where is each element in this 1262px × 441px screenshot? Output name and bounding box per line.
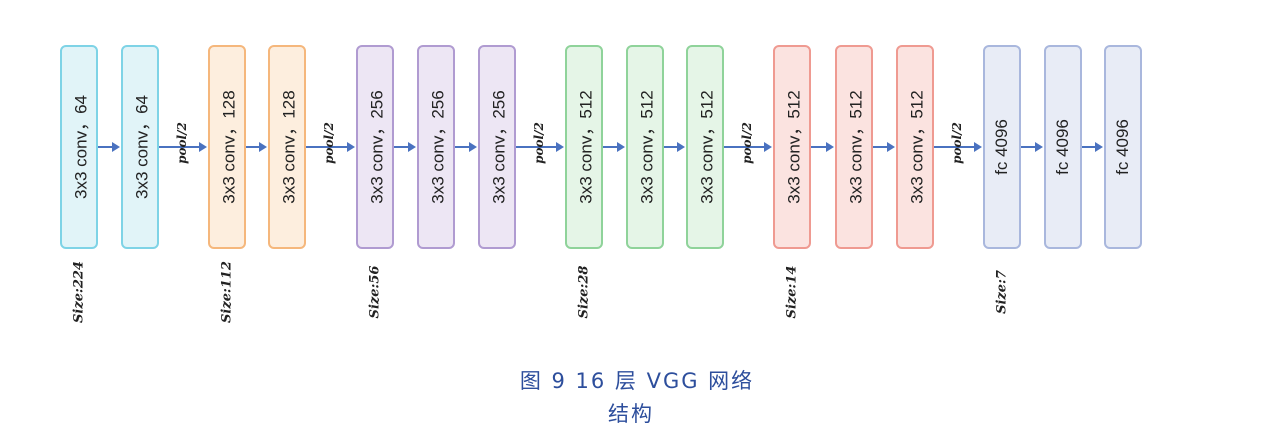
layer-block-4: 3x3 conv，128 [268,45,306,249]
layer-block-2: 3x3 conv，64 [121,45,159,249]
size-label: Size:112 [219,261,235,323]
layer-label: 3x3 conv，64 [132,95,152,199]
arrow-head [764,142,772,152]
arrow-1 [98,142,120,152]
layer-block-14: fc 4096 [983,45,1021,249]
size-label: Size:7 [994,270,1010,314]
layer-label: 3x3 conv，128 [279,90,299,204]
layer-block-11: 3x3 conv，512 [773,45,811,249]
layer-label: 3x3 conv，512 [697,90,717,204]
arrow-3 [246,142,267,152]
layer-block-3: 3x3 conv，128 [208,45,246,249]
pool-label: pool/2 [949,122,964,164]
arrow-9 [664,142,685,152]
layer-label: 3x3 conv，512 [784,90,804,204]
pool-label: pool/2 [739,122,754,164]
layer-label: 3x3 conv，128 [219,90,239,204]
arrow-head [347,142,355,152]
layer-label: 3x3 conv，512 [576,90,596,204]
arrow-head [556,142,564,152]
arrow-4 [306,142,355,152]
arrow-head [677,142,685,152]
layer-block-9: 3x3 conv，512 [626,45,664,249]
layer-label: fc 4096 [1053,119,1072,175]
layer-label: 3x3 conv，512 [846,90,866,204]
layer-label: 3x3 conv，256 [367,90,387,204]
layer-block-5: 3x3 conv，256 [356,45,394,249]
pool-label: pool/2 [322,122,336,164]
arrow-head [1035,142,1043,152]
figure-caption-line1: 图 9 16 层 VGG 网络 [519,369,755,393]
layer-block-12: 3x3 conv，512 [835,45,873,249]
arrow-8 [603,142,625,152]
size-label: Size:224 [71,261,87,323]
arrow-head [112,142,120,152]
arrow-head [974,142,982,152]
pool-label: pool/2 [531,122,546,164]
arrow-11 [811,142,834,152]
layer-block-7: 3x3 conv，256 [478,45,516,249]
layer-label: 3x3 conv，512 [637,90,657,204]
arrow-10 [724,142,772,152]
layer-label: fc 4096 [1113,119,1132,175]
arrow-13 [934,142,982,152]
layer-block-8: 3x3 conv，512 [565,45,603,249]
size-label: Size:28 [576,265,592,319]
arrow-12 [873,142,895,152]
arrow-head [259,142,267,152]
layer-block-6: 3x3 conv，256 [417,45,455,249]
arrow-5 [394,142,416,152]
arrow-head [617,142,625,152]
arrow-head [408,142,416,152]
arrow-head [826,142,834,152]
arrow-head [469,142,477,152]
layer-label: fc 4096 [992,119,1011,175]
arrow-head [887,142,895,152]
arrow-14 [1021,142,1043,152]
arrow-7 [516,142,564,152]
layer-label: 3x3 conv，512 [907,90,927,204]
layer-block-15: fc 4096 [1044,45,1082,249]
layer-label: 3x3 conv，256 [428,90,448,204]
layer-block-10: 3x3 conv，512 [686,45,724,249]
arrow-2 [159,142,207,152]
size-label: Size:14 [784,265,800,319]
layer-block-13: 3x3 conv，512 [896,45,934,249]
arrow-15 [1082,142,1103,152]
arrow-head [1095,142,1103,152]
arrow-6 [455,142,477,152]
size-label: Size:56 [367,265,383,319]
layer-block-1: 3x3 conv，64 [60,45,98,249]
layer-label: 3x3 conv，64 [71,95,91,199]
arrow-head [199,142,207,152]
figure-caption-line2: 结构 [608,402,654,426]
pool-label: pool/2 [174,122,189,164]
layer-label: 3x3 conv，256 [489,90,509,204]
layer-block-16: fc 4096 [1104,45,1142,249]
